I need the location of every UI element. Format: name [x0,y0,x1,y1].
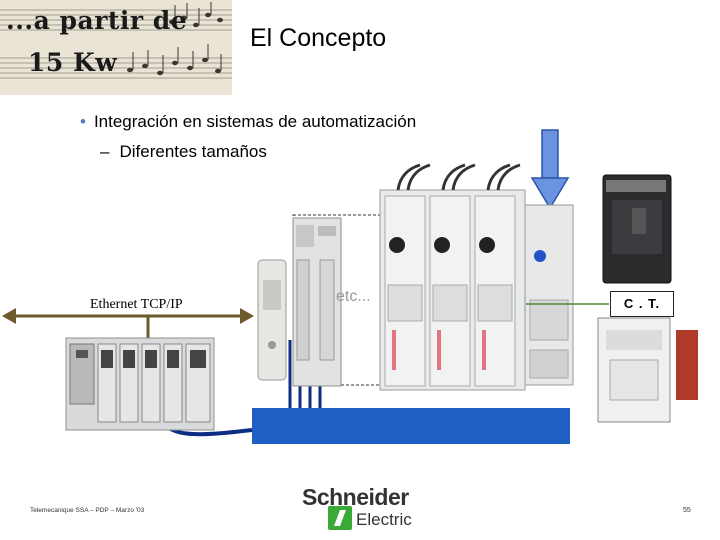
ethernet-label: Ethernet TCP/IP [90,297,183,312]
motor-starters-image [379,163,526,391]
bullet-sub: –Diferentes tamaños [100,142,267,162]
header-line-1: ...a partir de [6,6,188,35]
ct-label: C . T. [610,291,674,317]
contactor-image [597,317,698,423]
etc-label: etc... [336,288,371,305]
bullet-sub-text: Diferentes tamaños [119,142,267,161]
bullet-main: • Integración en sistemas de automatizaci… [80,112,416,132]
schneider-logo-icon [328,506,352,530]
slide-title: El Concepto [250,24,387,52]
footer-left-text: Telemecanique SSA – PDP – Marzo '03 [30,507,145,514]
page-number: 55 [683,507,691,514]
circuit-breaker-image [602,174,672,284]
bullet-main-text: Integración en sistemas de automatizació… [93,112,417,131]
bullet-dot-icon: • [80,112,86,131]
header-line-2: 15 Kw [28,48,118,77]
brand-name: Schneider [302,484,409,510]
busbar [252,408,570,444]
gateway-module-image [257,259,287,381]
blue-down-arrow-icon [530,129,570,210]
plc-rack-image [65,337,215,431]
controller-unit-image [524,204,574,386]
dash-icon: – [100,142,110,161]
sheet-music-image: ...a partir de 15 Kw [0,0,232,95]
io-module-image [292,217,342,387]
brand-sub: Electric [356,510,412,529]
